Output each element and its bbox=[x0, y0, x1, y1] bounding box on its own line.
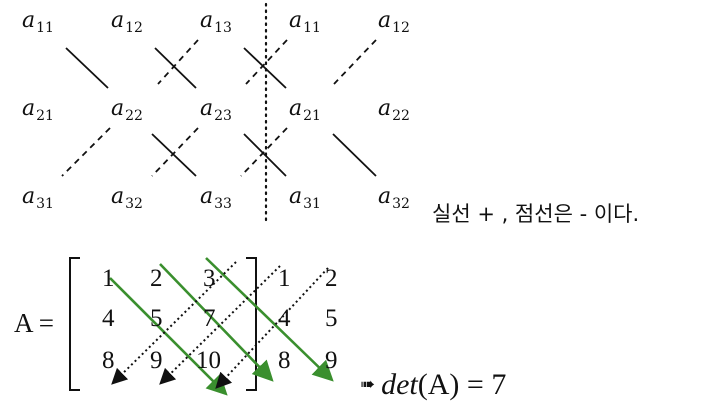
solid-diagonal-1b bbox=[151, 133, 197, 177]
entry-a13: a13 bbox=[200, 8, 232, 36]
matrix-cell: 8 bbox=[102, 347, 115, 374]
green-arrow-2 bbox=[159, 263, 274, 382]
matrix-cell: 10 bbox=[196, 347, 221, 374]
matrix-cell: 2 bbox=[150, 265, 163, 292]
matrix-cell: 1 bbox=[102, 265, 115, 292]
matrix-right-bracket bbox=[246, 257, 257, 391]
entry-a23: a23 bbox=[200, 96, 232, 124]
result-arrow-icon: ➠ bbox=[360, 374, 376, 395]
extended-cell: 1 bbox=[278, 265, 291, 292]
extended-cell: 9 bbox=[325, 347, 338, 374]
extended-cell: 4 bbox=[278, 305, 291, 332]
matrix-cell: 3 bbox=[203, 265, 216, 292]
solid-diagonal-3b bbox=[332, 133, 377, 177]
entry-a21: a21 bbox=[22, 96, 54, 124]
matrix-cell: 4 bbox=[102, 305, 115, 332]
det-function: det bbox=[381, 368, 418, 401]
entry-a21-repeat: a21 bbox=[289, 96, 321, 124]
det-value: 7 bbox=[491, 368, 507, 401]
matrix-cell: 7 bbox=[203, 305, 216, 332]
extended-cell: 8 bbox=[278, 347, 291, 374]
solid-diagonal-3a bbox=[243, 47, 287, 89]
dashed-diagonal-1a bbox=[157, 39, 199, 85]
matrix-label: A = bbox=[14, 308, 54, 338]
entry-a32: a32 bbox=[111, 184, 143, 212]
dashed-diagonal-3b bbox=[240, 127, 288, 177]
matrix-cell: 5 bbox=[150, 305, 163, 332]
matrix-left-bracket bbox=[69, 257, 80, 391]
entry-a22: a22 bbox=[111, 96, 143, 124]
rule-note: 실선 + , 점선은 - 이다. bbox=[432, 202, 640, 226]
dotted-arrow-3 bbox=[215, 267, 329, 389]
dotted-arrow-1 bbox=[111, 261, 237, 385]
entry-a11: a11 bbox=[22, 8, 54, 36]
extended-cell: 2 bbox=[325, 265, 338, 292]
entry-a32-repeat: a32 bbox=[378, 184, 410, 212]
entry-a33: a33 bbox=[200, 184, 232, 212]
equals-sign: = bbox=[466, 368, 484, 401]
dashed-diagonal-3a bbox=[333, 39, 377, 85]
entry-a11-repeat: a11 bbox=[289, 8, 321, 36]
determinant-result: ➠det(A) = 7 bbox=[360, 368, 506, 402]
extended-cell: 5 bbox=[325, 305, 338, 332]
entry-a31-repeat: a31 bbox=[289, 184, 321, 212]
solid-diagonal-1a bbox=[65, 47, 109, 89]
solid-diagonal-2a bbox=[154, 47, 197, 89]
entry-a31: a31 bbox=[22, 184, 54, 212]
det-argument: (A) bbox=[417, 368, 460, 401]
dashed-diagonal-1b bbox=[61, 127, 111, 177]
matrix-cell: 9 bbox=[150, 347, 163, 374]
entry-a22-repeat: a22 bbox=[378, 96, 410, 124]
entry-a12-repeat: a12 bbox=[378, 8, 410, 36]
dashed-diagonal-2b bbox=[151, 127, 199, 177]
entry-a12: a12 bbox=[111, 8, 143, 36]
green-arrow-3 bbox=[205, 257, 334, 382]
solid-diagonal-2b bbox=[243, 133, 287, 177]
green-arrow-1 bbox=[109, 277, 228, 396]
